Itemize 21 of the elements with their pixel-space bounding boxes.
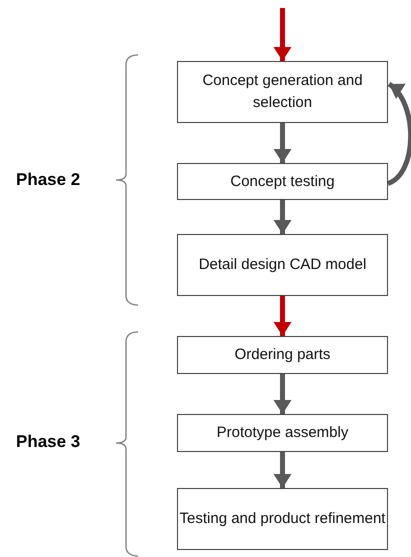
box-text: Detail design CAD model [198, 255, 366, 275]
arrow [274, 123, 292, 163]
box-text: Testing and product refinement [180, 509, 386, 529]
phase-label: Phase 3 [16, 432, 80, 452]
box-text: Prototype assembly [216, 423, 348, 443]
arrow [274, 452, 292, 488]
process-box [177, 414, 388, 452]
box-text: Concept testing [230, 172, 335, 192]
arrow [274, 8, 292, 61]
process-box [177, 163, 388, 200]
arrow [274, 200, 292, 234]
process-box [177, 488, 388, 550]
process-box [177, 234, 388, 296]
process-box [177, 61, 388, 123]
process-box [177, 336, 388, 374]
phase-label: Phase 2 [16, 170, 80, 190]
arrow [274, 374, 292, 414]
arrow [274, 296, 292, 336]
box-text: Ordering parts [234, 345, 330, 365]
arrow [386, 82, 411, 186]
box-text: Concept generation and selection [201, 71, 364, 113]
